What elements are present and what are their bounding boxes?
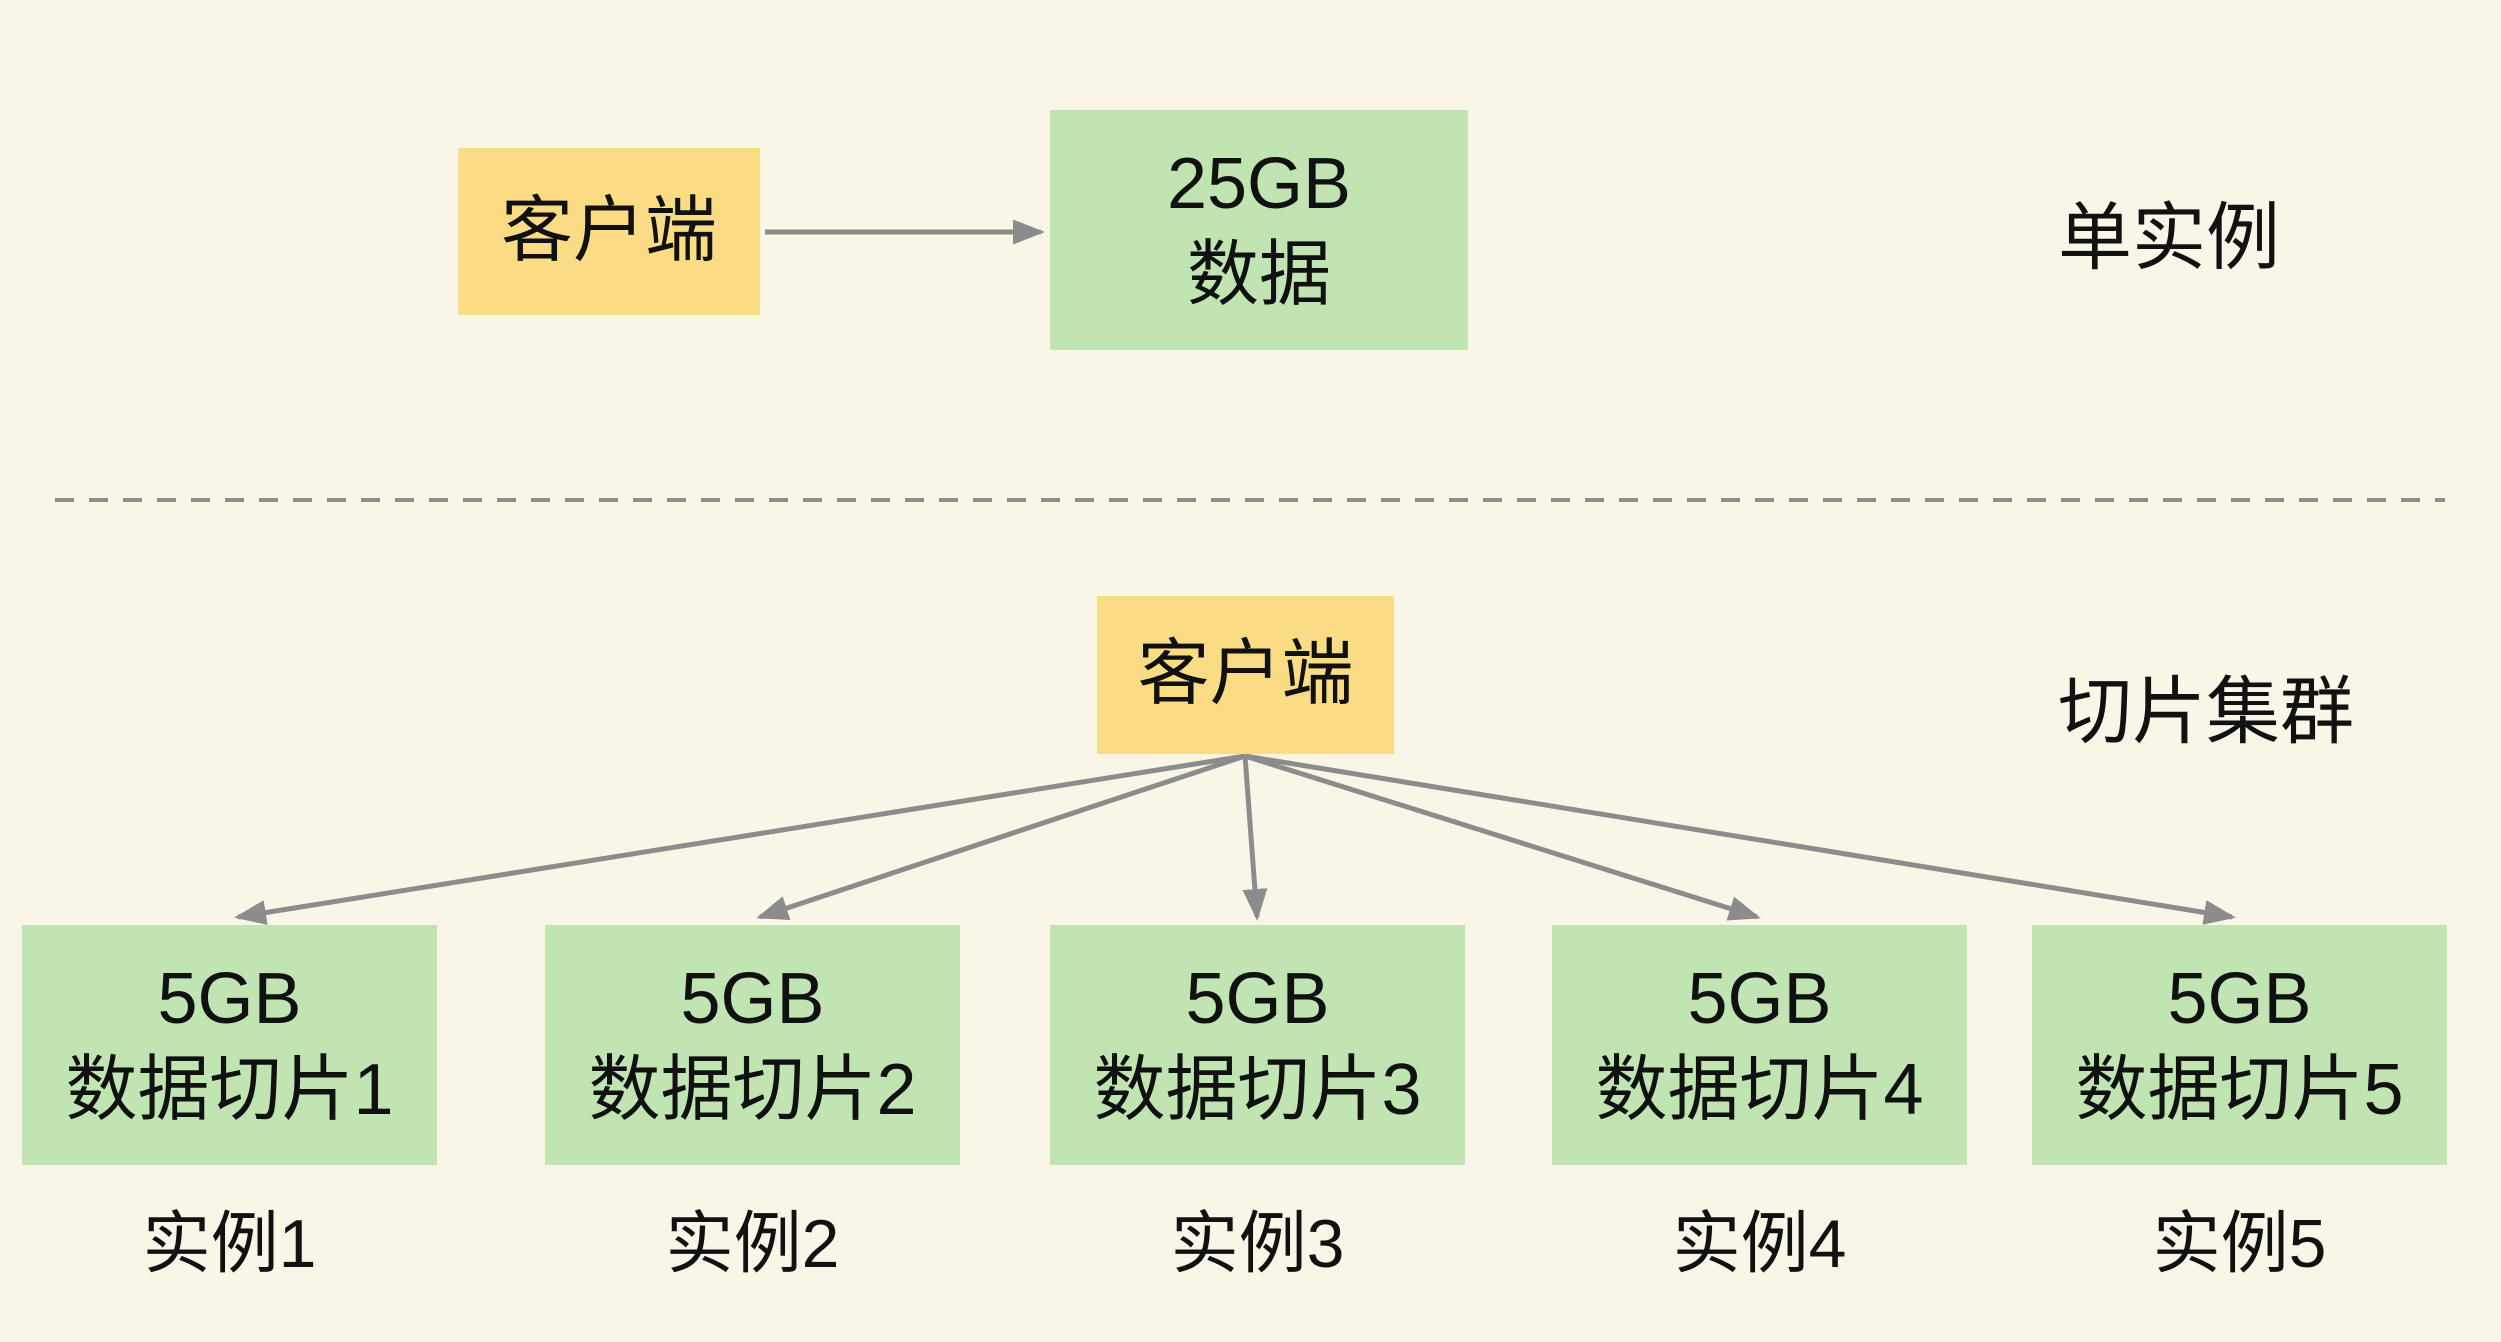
shard-size: 5GB xyxy=(2167,958,2312,1039)
instance-label-3: 实例3 xyxy=(1170,1206,1345,1282)
fan-arrow-shard-5 xyxy=(1244,753,2236,925)
shard-name: 数据切片5 xyxy=(2075,1050,2404,1130)
fan-arrow-shard-3 xyxy=(1242,755,1268,921)
shard-size: 5GB xyxy=(157,958,302,1039)
section-label-single-instance: 单实例 xyxy=(2058,196,2280,279)
shard-size: 5GB xyxy=(1185,958,1330,1039)
shard-name: 数据切片3 xyxy=(1093,1050,1422,1130)
cluster-client-box: 客户端 xyxy=(1097,596,1394,754)
data-box-name: 数据 xyxy=(1186,235,1331,315)
instance-label-1: 实例1 xyxy=(142,1206,317,1282)
shard-box-2: 5GB 数据切片2 xyxy=(545,925,960,1165)
instance-label-2: 实例2 xyxy=(665,1206,840,1282)
shard-name: 数据切片4 xyxy=(1595,1050,1924,1130)
instance-label-4: 实例4 xyxy=(1672,1206,1847,1282)
fan-arrow-shard-2 xyxy=(756,753,1246,921)
shard-box-4: 5GB 数据切片4 xyxy=(1552,925,1967,1165)
data-box-size: 25GB xyxy=(1166,143,1352,224)
shard-size: 5GB xyxy=(680,958,825,1039)
shard-box-5: 5GB 数据切片5 xyxy=(2032,925,2447,1165)
shard-box-3: 5GB 数据切片3 xyxy=(1050,925,1465,1165)
single-instance-data-box: 25GB 数据 xyxy=(1050,110,1468,350)
fan-arrow-shard-4 xyxy=(1244,753,1761,921)
client-label: 客户端 xyxy=(500,190,717,271)
shard-size: 5GB xyxy=(1687,958,1832,1039)
instance-label-5: 实例5 xyxy=(2152,1206,2327,1282)
client-label: 客户端 xyxy=(1137,634,1354,715)
fan-arrow-shard-1 xyxy=(234,753,1246,925)
shard-name: 数据切片2 xyxy=(588,1050,917,1130)
shard-box-1: 5GB 数据切片1 xyxy=(22,925,437,1165)
dashed-divider xyxy=(55,498,2445,502)
section-label-sharded-cluster: 切片集群 xyxy=(2058,670,2354,753)
single-instance-client-box: 客户端 xyxy=(458,148,760,315)
shard-name: 数据切片1 xyxy=(65,1050,394,1130)
